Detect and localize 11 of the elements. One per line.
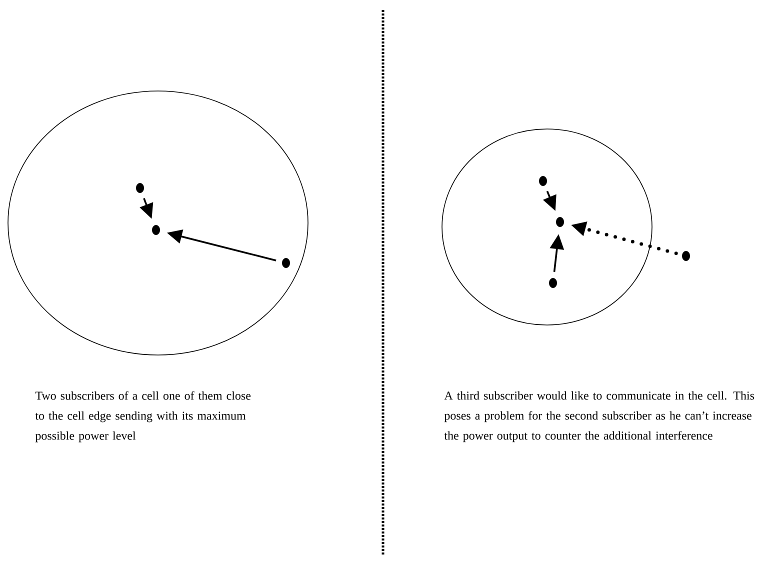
subscriber-dot bbox=[556, 217, 564, 227]
subscriber-dot bbox=[282, 258, 290, 268]
subscriber-dot bbox=[136, 183, 144, 193]
caption: A third subscriber would like to communicate in the cell. This poses a problem for the second subscriber as he can’t increase the power output to counter the additional interference bbox=[444, 391, 754, 442]
caption: Two subscribers of a cell one of them close to the cell edge sending with its maximum possible power level bbox=[35, 391, 251, 442]
cell-circle bbox=[442, 128, 652, 326]
cell-circle bbox=[8, 90, 308, 356]
subscriber-dot bbox=[682, 251, 690, 261]
subscriber-dot bbox=[539, 176, 547, 186]
subscriber-dot bbox=[549, 278, 557, 288]
subscriber-dot bbox=[152, 225, 160, 235]
